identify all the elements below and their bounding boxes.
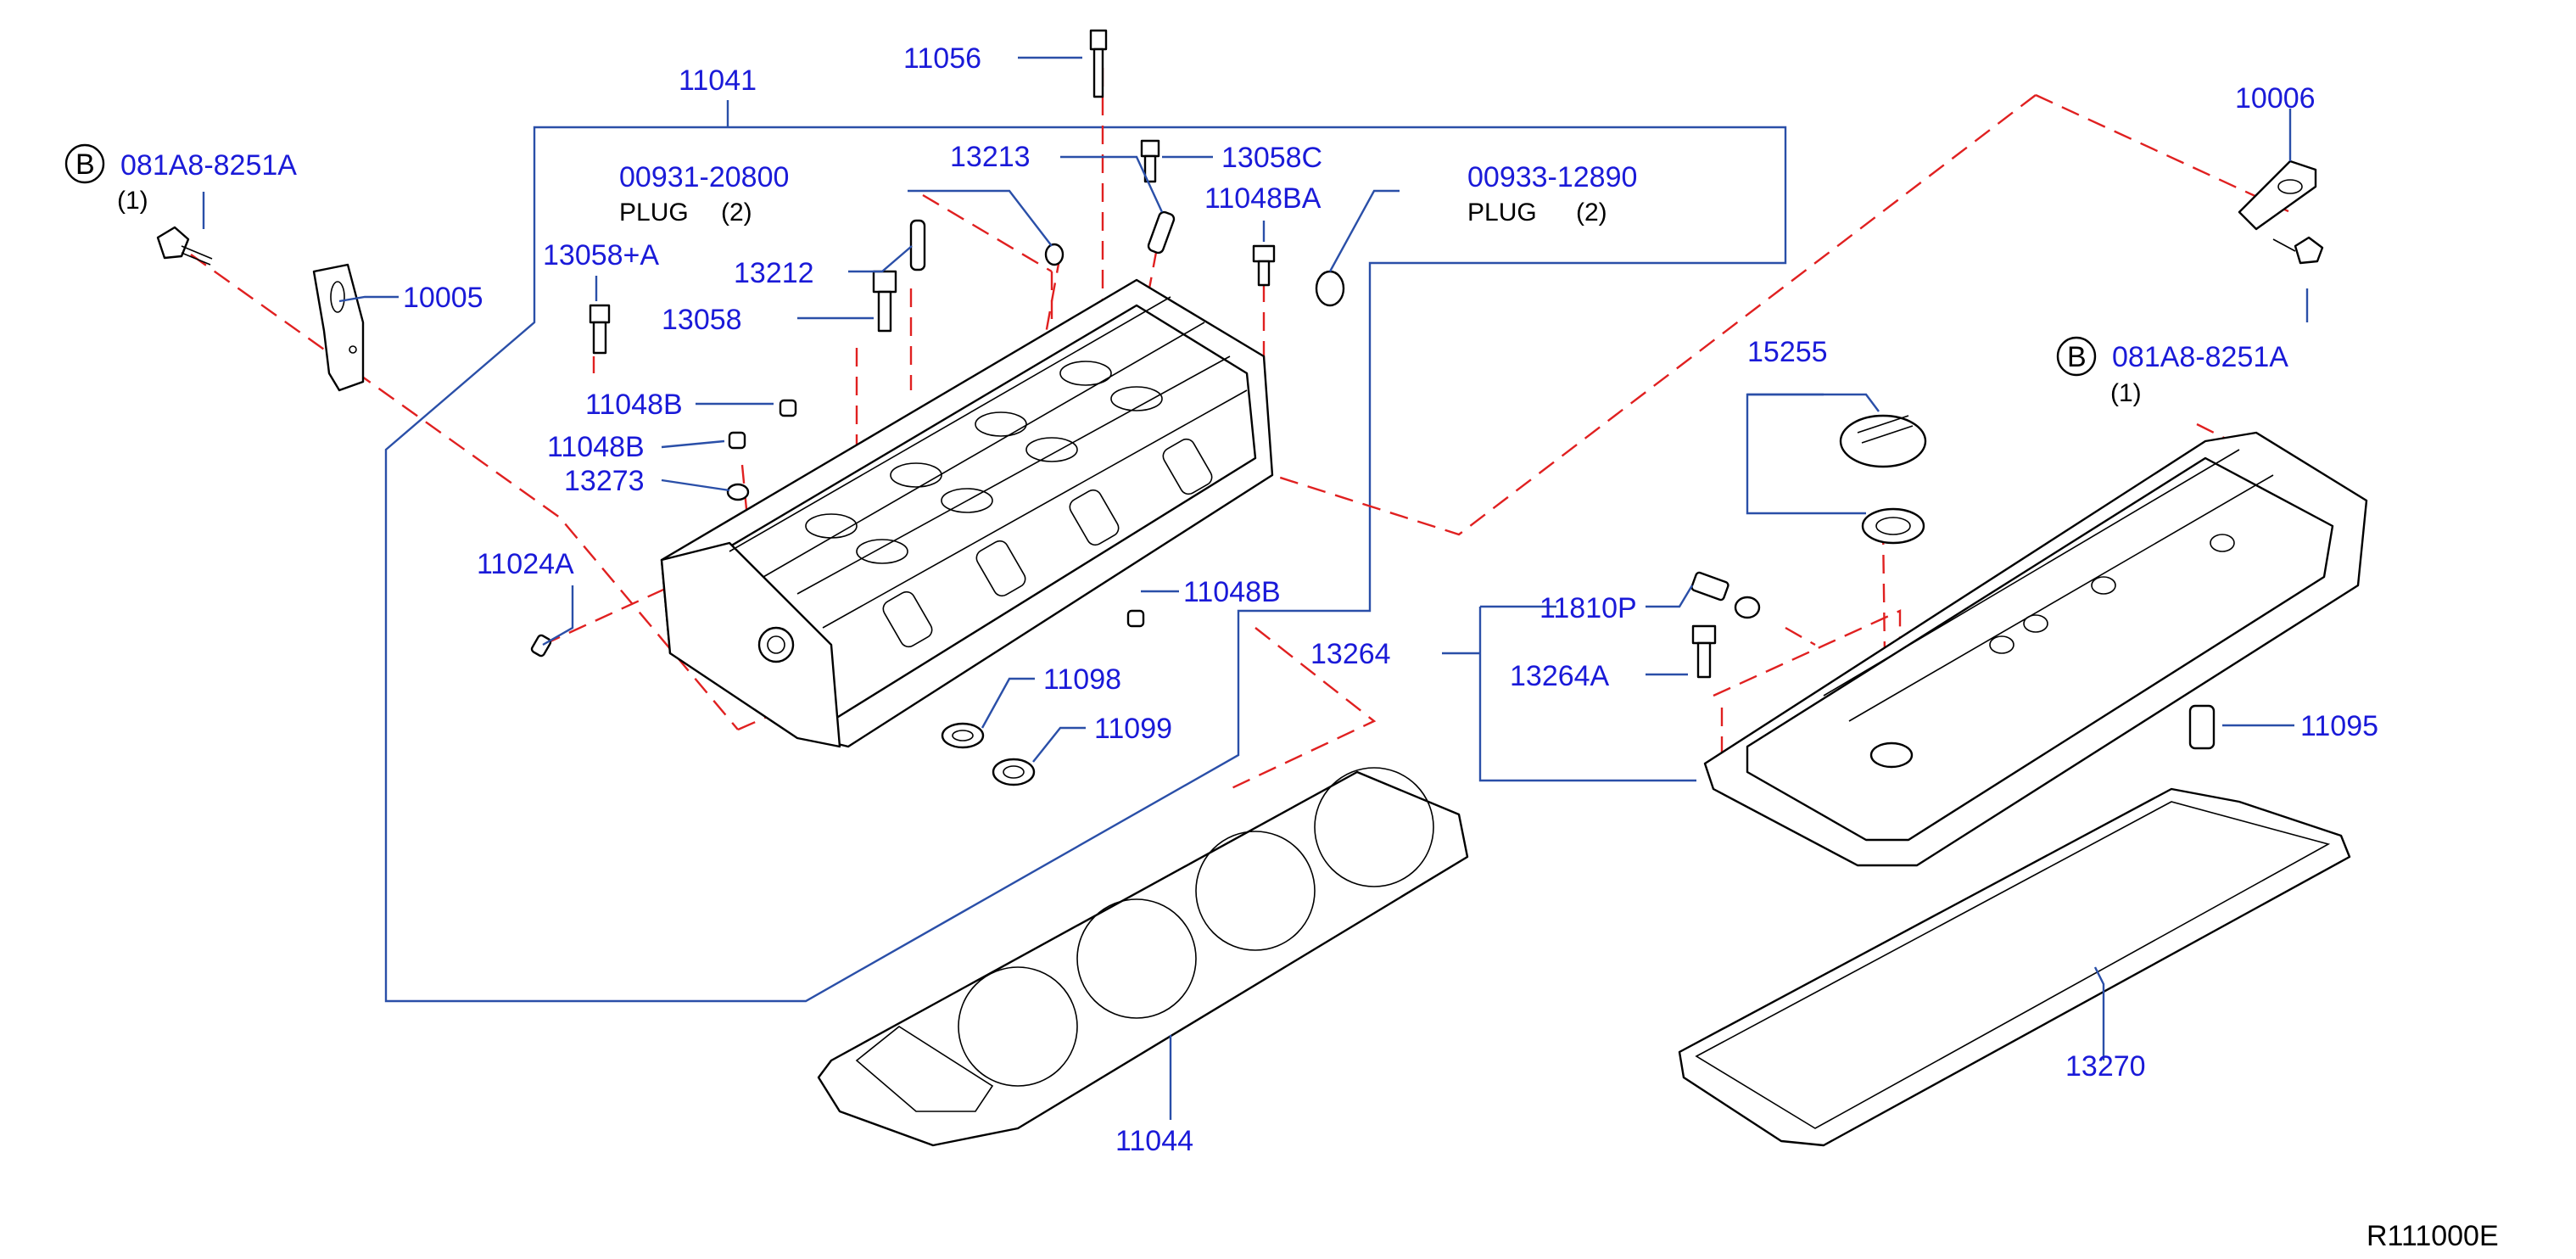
callout-00931-20800: 00931-20800	[619, 161, 789, 193]
plug-11048B-illustrations	[728, 399, 1145, 628]
callout-11048B-3: 11048B	[1183, 576, 1281, 608]
callout-11810P: 11810P	[1539, 592, 1637, 624]
callout-11044: 11044	[1115, 1125, 1193, 1157]
bolt-13058C-illustration	[1140, 139, 1160, 183]
callout-081A8-left: 081A8-8251A	[120, 149, 297, 182]
plug-00931-illustration	[1044, 243, 1064, 266]
bolt-081A8-right-illustration	[2272, 236, 2324, 265]
bracket-10005-illustration	[312, 263, 365, 392]
callout-081A8-right: 081A8-8251A	[2112, 341, 2288, 373]
head-gasket-11044-illustration	[817, 767, 1469, 1147]
callout-00933-qty: (2)	[1576, 199, 1607, 227]
dowel-13212-illustration	[909, 219, 926, 271]
valve-cover-gasket-13270-illustration	[1678, 787, 2351, 1147]
valve-11810P-illustration	[1690, 571, 1761, 619]
part-11095-illustration	[2188, 704, 2216, 750]
callout-00931-qty: (2)	[721, 199, 752, 227]
bolt-11048BA-illustration	[1252, 244, 1276, 287]
callout-11098: 11098	[1043, 663, 1121, 696]
callout-00931-plug: PLUG	[619, 199, 689, 227]
callout-00933-plug: PLUG	[1467, 199, 1537, 227]
callout-10006: 10006	[2235, 82, 2316, 115]
callout-11048B-1: 11048B	[585, 389, 683, 421]
callout-11024A: 11024A	[477, 548, 574, 580]
b-marker-left-label: B	[75, 148, 95, 181]
callout-13058C: 13058C	[1221, 142, 1322, 174]
callout-11099: 11099	[1094, 713, 1172, 745]
callout-13264: 13264	[1310, 638, 1391, 670]
callout-13058: 13058	[662, 304, 742, 336]
seal-11099-illustration	[992, 758, 1036, 786]
callout-081A8-left-qty: (1)	[117, 187, 148, 215]
bolt-081A8-left-illustration	[156, 226, 213, 266]
reference-code: R111000E	[2366, 1220, 2499, 1252]
callout-13264A: 13264A	[1510, 660, 1610, 692]
dowel-13213-illustration	[1147, 210, 1176, 255]
callout-10005: 10005	[403, 282, 483, 314]
b-marker-right-label: B	[2067, 341, 2087, 373]
callout-13270: 13270	[2065, 1050, 2146, 1083]
callout-00933-12890: 00933-12890	[1467, 161, 1637, 193]
callout-11041: 11041	[679, 64, 757, 97]
ring-13273-illustration	[726, 483, 750, 501]
callout-13058A: 13058+A	[543, 239, 659, 271]
callout-11095: 11095	[2300, 710, 2378, 742]
callout-081A8-right-qty: (1)	[2110, 379, 2142, 407]
callout-13212: 13212	[734, 257, 814, 289]
bolt-13058-illustration	[872, 270, 897, 333]
b-marker-left	[64, 143, 105, 184]
bracket-10006-illustration	[2238, 159, 2317, 231]
callout-15255: 15255	[1747, 336, 1828, 368]
bolt-11056-illustration	[1089, 29, 1108, 98]
valve-cover-illustration	[1703, 431, 2368, 867]
leader-lines	[202, 56, 2309, 1120]
plug-00933-illustration	[1315, 270, 1345, 307]
bolt-13058A-illustration	[589, 304, 611, 355]
bolt-13264A-illustration	[1691, 624, 1717, 679]
callout-11048BA: 11048BA	[1204, 182, 1322, 215]
callout-11048B-2: 11048B	[547, 431, 645, 463]
cylinder-head-illustration	[660, 278, 1274, 748]
callout-13273: 13273	[564, 465, 645, 497]
callout-11056: 11056	[903, 42, 981, 75]
oil-cap-15255-illustration	[1839, 414, 1927, 545]
callout-13213: 13213	[950, 141, 1031, 173]
seal-11098-illustration	[941, 722, 985, 749]
dowel-11024A-illustration	[530, 634, 552, 657]
b-marker-right	[2056, 336, 2097, 377]
assembly-bracket-11041	[384, 126, 1787, 1003]
